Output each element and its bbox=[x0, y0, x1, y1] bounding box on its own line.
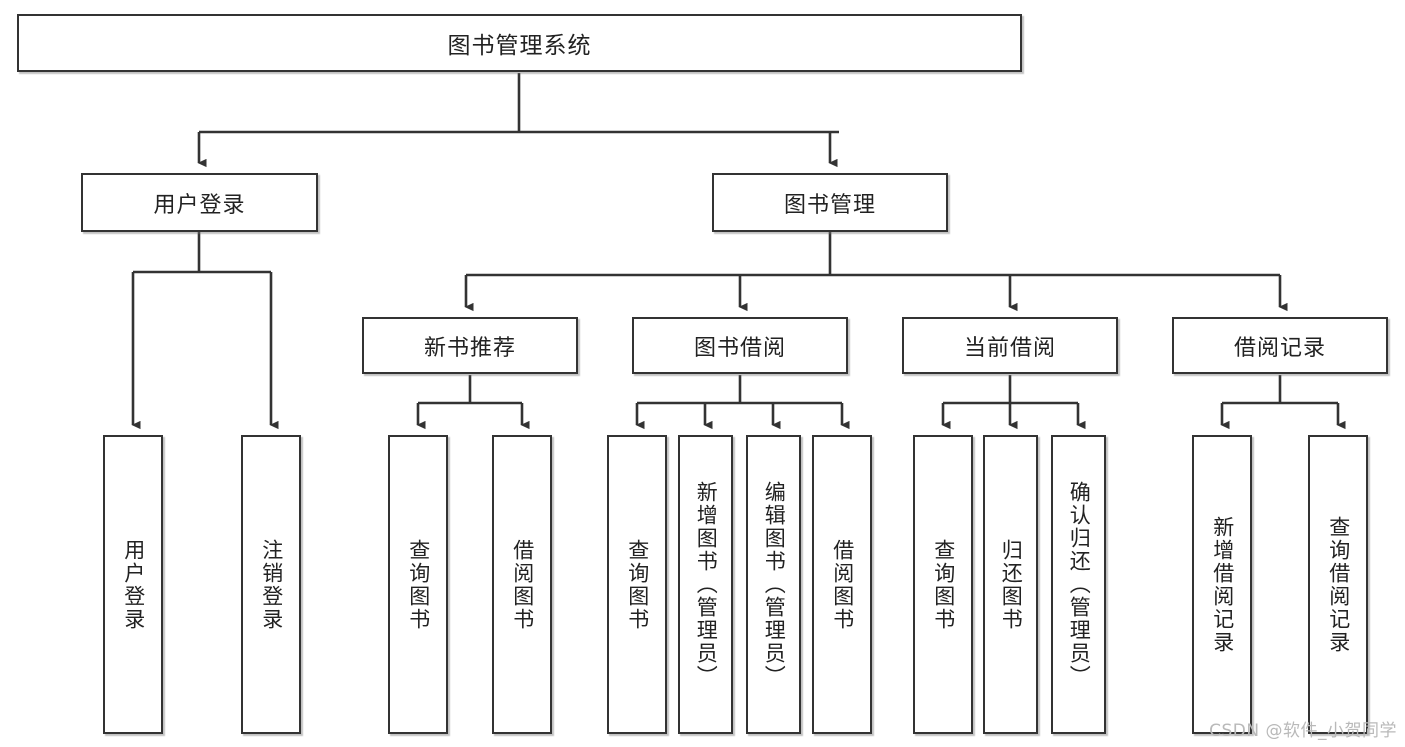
node-leaf-query-record-label: 查询借阅记录 bbox=[1326, 515, 1351, 654]
node-leaf-query-book-2-label: 查询图书 bbox=[625, 538, 650, 631]
node-leaf-return-book[interactable]: 归还图书 bbox=[983, 435, 1038, 734]
node-borrow-record[interactable]: 借阅记录 bbox=[1172, 317, 1388, 374]
node-leaf-user-login-label: 用户登录 bbox=[121, 538, 146, 631]
node-leaf-query-book-3-label: 查询图书 bbox=[931, 538, 956, 631]
node-root[interactable]: 图书管理系统 bbox=[17, 14, 1022, 72]
node-leaf-edit-book[interactable]: 编辑图书（管理员） bbox=[746, 435, 801, 734]
node-leaf-borrow-book-1[interactable]: 借阅图书 bbox=[492, 435, 552, 734]
node-book-manage-label: 图书管理 bbox=[783, 192, 876, 218]
node-book-borrow-label: 图书借阅 bbox=[693, 335, 786, 361]
node-leaf-query-record[interactable]: 查询借阅记录 bbox=[1308, 435, 1368, 734]
node-leaf-add-record-label: 新增借阅记录 bbox=[1210, 515, 1235, 654]
node-leaf-borrow-book-1-label: 借阅图书 bbox=[510, 538, 535, 631]
node-book-manage[interactable]: 图书管理 bbox=[712, 173, 948, 232]
node-leaf-confirm-return-label: 确认归还（管理员） bbox=[1067, 481, 1092, 688]
node-leaf-user-logout-label: 注销登录 bbox=[259, 538, 284, 631]
node-new-book-rec-label: 新书推荐 bbox=[423, 335, 516, 361]
node-leaf-edit-book-label: 编辑图书（管理员） bbox=[762, 481, 787, 688]
node-leaf-confirm-return[interactable]: 确认归还（管理员） bbox=[1051, 435, 1106, 734]
node-user-login-label: 用户登录 bbox=[153, 192, 246, 218]
node-current-borrow-label: 当前借阅 bbox=[963, 335, 1056, 361]
node-leaf-user-logout[interactable]: 注销登录 bbox=[241, 435, 301, 734]
node-new-book-rec[interactable]: 新书推荐 bbox=[362, 317, 578, 374]
node-user-login[interactable]: 用户登录 bbox=[81, 173, 318, 232]
node-book-borrow[interactable]: 图书借阅 bbox=[632, 317, 848, 374]
node-leaf-add-book-label: 新增图书（管理员） bbox=[694, 481, 719, 688]
node-leaf-add-record[interactable]: 新增借阅记录 bbox=[1192, 435, 1252, 734]
node-leaf-query-book-1[interactable]: 查询图书 bbox=[388, 435, 448, 734]
node-leaf-query-book-2[interactable]: 查询图书 bbox=[607, 435, 667, 734]
node-leaf-borrow-book-2-label: 借阅图书 bbox=[830, 538, 855, 631]
node-leaf-query-book-3[interactable]: 查询图书 bbox=[913, 435, 973, 734]
node-leaf-query-book-1-label: 查询图书 bbox=[406, 538, 431, 631]
node-leaf-add-book[interactable]: 新增图书（管理员） bbox=[678, 435, 733, 734]
node-leaf-borrow-book-2[interactable]: 借阅图书 bbox=[812, 435, 872, 734]
node-current-borrow[interactable]: 当前借阅 bbox=[902, 317, 1118, 374]
node-leaf-user-login[interactable]: 用户登录 bbox=[103, 435, 163, 734]
node-root-label: 图书管理系统 bbox=[447, 33, 592, 59]
node-leaf-return-book-label: 归还图书 bbox=[999, 538, 1024, 631]
node-borrow-record-label: 借阅记录 bbox=[1233, 335, 1326, 361]
